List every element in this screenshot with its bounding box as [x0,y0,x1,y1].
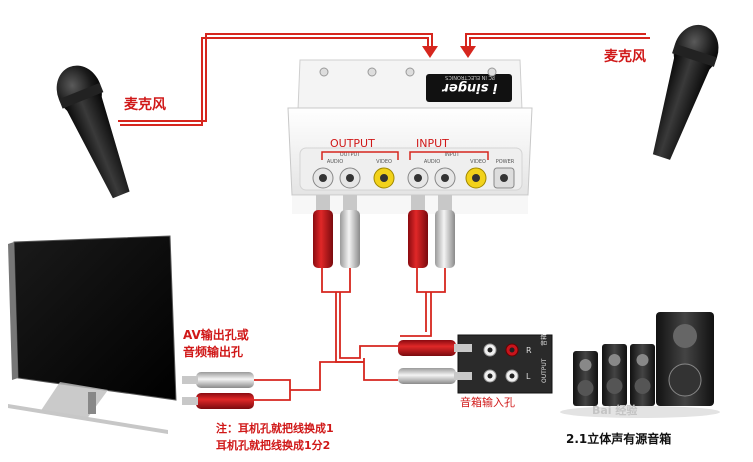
output-input-brackets [321,151,489,160]
device-panel-output: OUTPUT [340,152,361,158]
speaker-input-label: 音箱输入孔 [460,395,515,409]
speaker-set [560,312,720,418]
device-panel-input: INPUT [445,152,461,158]
note-line1: 注：耳机孔就把线换成1 [216,421,334,435]
input-label: INPUT [416,137,449,150]
device-panel-video-out: VIDEO [376,159,392,165]
speaker-panel-speaker-text: 音箱 [540,334,548,346]
av-out-label-line2: 音频输出孔 [183,344,243,359]
device-rca-jacks [312,167,515,189]
microphone-right [652,24,719,160]
baidu-watermark: Bai 经验 [592,403,638,417]
mic-label-left: 麦克风 [124,96,166,113]
device-panel-power: POWER [496,159,515,165]
device-subtitle: PC IN ELECTRONICS [445,74,495,80]
audio-cables [250,268,446,401]
device-rca-plugs [313,195,455,268]
speaker-panel-output: OUTPUT [541,358,548,383]
note-line2: 耳机孔就把线换成1分2 [216,438,330,452]
tv-rca-plugs [182,372,254,409]
mic-cable-arrows [422,46,476,58]
speaker-panel-l: L [526,372,531,381]
device-panel-audio-in: AUDIO [424,159,440,165]
mic-label-right: 麦克风 [604,48,646,65]
speakers-caption: 2.1立体声有源音箱 [566,431,671,446]
device-panel-video-in: VIDEO [470,159,486,165]
tv-monitor [8,235,177,434]
speaker-input-panel: R L OUTPUT 音箱 [457,334,553,394]
device-brand: i singer [441,80,498,95]
microphone-left [56,65,130,199]
output-label: OUTPUT [330,137,375,150]
karaoke-device: i singer PC IN ELECTRONICS OUTPUT INPUT … [287,59,533,214]
speaker-rca-plugs [398,340,472,384]
device-panel-audio-out: AUDIO [327,159,343,165]
av-out-label-line1: AV输出孔或 [183,327,249,342]
speaker-panel-r: R [526,346,532,355]
